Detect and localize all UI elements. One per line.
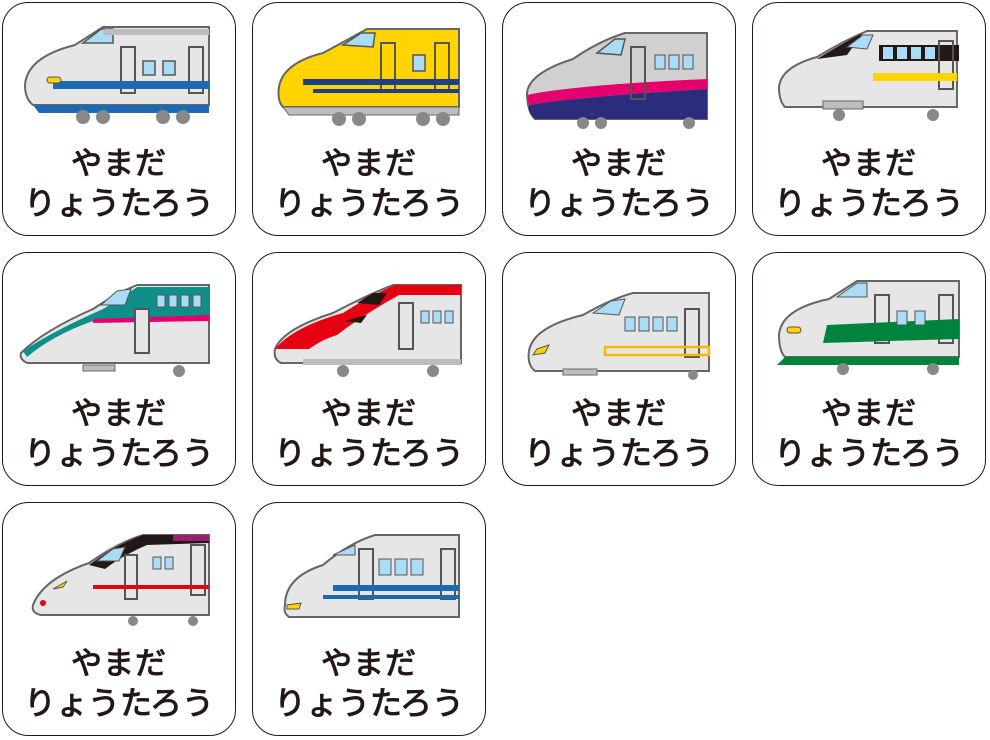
name-label-card: やまだ りょうたろう [252,2,486,236]
name-label-card: やまだ りょうたろう [2,502,236,736]
n700-series-icon [777,30,959,121]
name-line-1: やまだ [71,396,167,432]
name-line-2: りょうたろう [23,184,215,222]
e7-series-icon [527,292,711,380]
name-line-2: りょうたろう [273,184,465,222]
name-line-2: りょうたろう [773,434,965,472]
name-line-1: やまだ [571,396,667,432]
name-line-1: やまだ [71,146,167,182]
name-line-2: りょうたろう [773,184,965,222]
name-line-1: やまだ [321,146,417,182]
200-series-icon [777,280,960,375]
name-label-card: やまだ りょうたろう [252,252,486,486]
name-line-2: りょうたろう [23,434,215,472]
e3-tsubasa-icon [31,534,210,626]
name-label-card: やまだ りょうたろう [2,2,236,236]
name-line-1: やまだ [821,396,917,432]
name-label-card: やまだ りょうたろう [752,2,986,236]
name-line-1: やまだ [321,396,417,432]
shinkansen-0-series-icon [23,26,210,124]
name-line-1: やまだ [71,646,167,682]
name-line-2: りょうたろう [273,684,465,722]
name-line-2: りょうたろう [23,684,215,722]
doctor-yellow-icon [277,28,460,126]
e4-series-max-icon [525,32,708,129]
name-line-2: りょうたろう [523,434,715,472]
name-line-2: りょうたろう [523,184,715,222]
name-label-card: やまだ りょうたろう [252,502,486,736]
name-line-1: やまだ [821,146,917,182]
100-series-icon [283,534,460,618]
e6-komachi-icon [273,284,462,377]
name-label-card: やまだ りょうたろう [2,252,236,486]
name-label-card: やまだ りょうたろう [502,2,736,236]
name-line-1: やまだ [571,146,667,182]
name-label-card: やまだ りょうたろう [752,252,986,486]
name-line-1: やまだ [321,646,417,682]
name-label-card: やまだ りょうたろう [502,252,736,486]
name-line-2: りょうたろう [273,434,465,472]
e5-hayabusa-icon [19,284,210,377]
